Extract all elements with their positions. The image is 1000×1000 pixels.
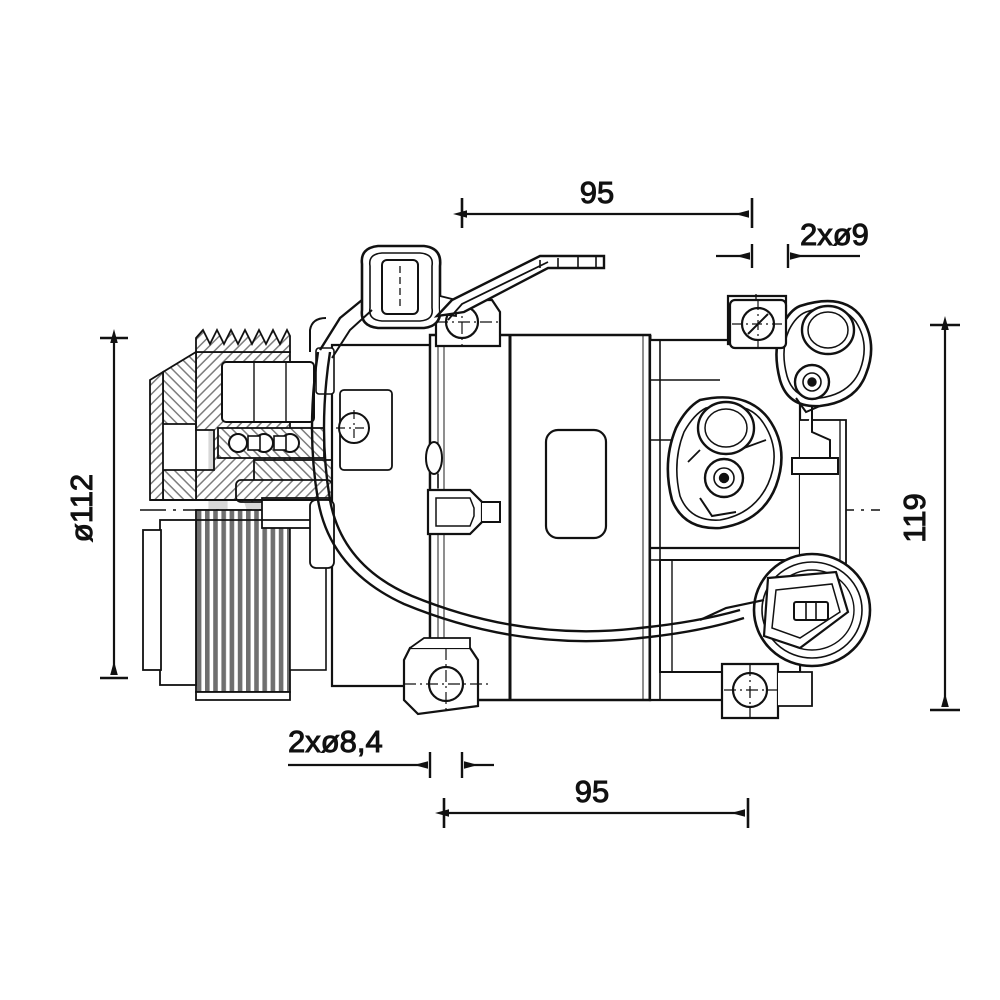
bottom-width-dimension: 95 — [435, 774, 750, 828]
sensor-stud — [425, 441, 443, 475]
harness-path-outer — [310, 351, 745, 643]
clutch-serrations — [195, 327, 291, 353]
top-width-dimension-label: 95 — [580, 175, 614, 210]
suction-port — [666, 396, 783, 530]
top-hole-dimension: 2xø9 — [716, 217, 869, 268]
wiring-harness — [309, 317, 745, 643]
connector-lead-bottom — [699, 598, 765, 621]
bottom-width-dimension-label: 95 — [575, 774, 609, 809]
right-height-dimension: 119 — [897, 316, 960, 712]
harness-path-inner — [322, 351, 741, 633]
electrical-connector-bottom — [699, 552, 872, 668]
port-crosshair-boss — [728, 298, 788, 350]
connector-cavity-bottom — [793, 601, 829, 621]
top-mounting-strap — [433, 254, 606, 321]
mounting-lug-lower-left — [402, 637, 490, 716]
coil-bobbin — [221, 361, 315, 423]
right-height-dimension-label: 119 — [897, 493, 932, 542]
pulley-ribs — [195, 509, 291, 693]
block-inspection-pad — [544, 428, 608, 540]
discharge-port — [775, 299, 873, 475]
left-diameter-dimension: ø112 — [64, 329, 128, 680]
connector-cavity-top — [381, 259, 419, 315]
connector-lead-top — [318, 299, 363, 351]
pulley-clutch-assembly — [142, 327, 337, 701]
rear-head-ports — [666, 298, 873, 530]
top-hole-dimension-label: 2xø9 — [800, 217, 869, 252]
bottom-hole-dimension-label: 2xø8,4 — [288, 724, 383, 759]
top-width-dimension: 95 — [453, 175, 754, 228]
mounting-lug-lower-right — [720, 662, 813, 720]
housing-small-details — [336, 410, 501, 536]
left-diameter-dimension-label: ø112 — [64, 474, 99, 542]
bottom-hole-dimension: 2xø8,4 — [288, 724, 494, 778]
